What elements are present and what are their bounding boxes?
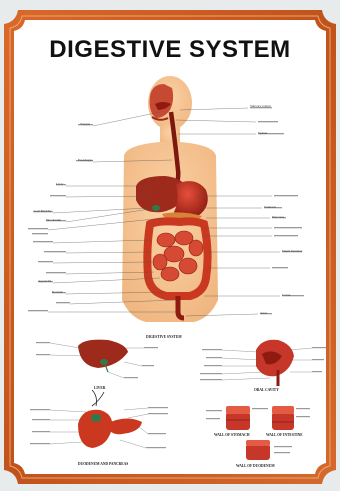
label-rectum: Rectum (52, 290, 63, 294)
label-duodenum: Duodenum (46, 218, 61, 222)
label-tongue: Tongue (80, 122, 90, 126)
label-liver: Liver (56, 182, 63, 186)
wall-of-stomach-panel (226, 406, 250, 430)
wall-of-duodenum-panel (246, 440, 270, 460)
label-colon: Colon (282, 293, 290, 297)
caption-wall-duodenum: WALL OF DUODENUM (236, 464, 275, 468)
label-gall-bladder: Gall Bladder (34, 209, 51, 213)
label-spleen: Spleen (258, 131, 267, 135)
poster-title: DIGESTIVE SYSTEM (0, 36, 340, 64)
label-appendix: Appendix (38, 279, 51, 283)
label-salivary-gland: Salivary Gland (250, 104, 270, 108)
label-pancreas: Pancreas (272, 215, 284, 219)
wall-of-intestine-panel (272, 406, 294, 430)
caption-liver: LIVER (94, 386, 105, 390)
caption-duodenum-pancreas: DUODENUM AND PANCREAS (78, 462, 128, 466)
label-anus: Anus (260, 311, 267, 315)
label-stomach: Stomach (264, 205, 276, 209)
caption-wall-intestine: WALL OF INTESTINE (266, 433, 303, 437)
caption-wall-stomach: WALL OF STOMACH (214, 433, 250, 437)
label-small-intestine: Small Intestine (282, 249, 302, 253)
label-esophagus: Esophagus (78, 158, 93, 162)
digestive-system-caption: DIGESTIVE SYSTEM (146, 335, 182, 339)
caption-oral-cavity: ORAL CAVITY (254, 388, 279, 392)
